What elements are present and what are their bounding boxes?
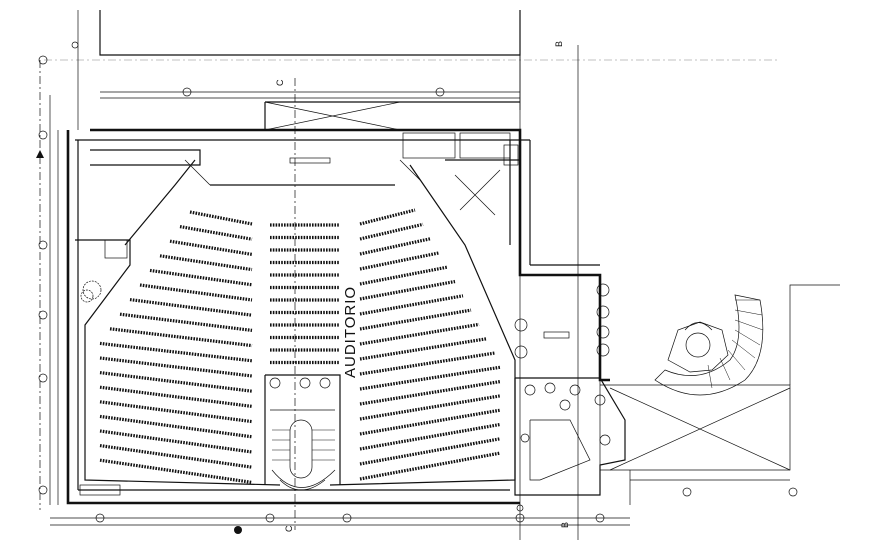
seat-row-left — [149, 268, 253, 287]
section-mark-b-top: B — [554, 41, 564, 47]
seat-row-left — [99, 341, 253, 363]
seat-row-left — [119, 312, 253, 332]
seating-right — [359, 208, 501, 481]
lobby-tables — [514, 283, 610, 359]
seat-row-right — [359, 251, 440, 271]
seat-row-left — [99, 400, 253, 424]
seat-row-left — [99, 414, 253, 439]
section-mark-c-bottom: C — [284, 525, 294, 532]
seat-row-right — [359, 437, 501, 466]
seat-row-left — [99, 458, 253, 484]
seat-row-left — [99, 429, 253, 454]
planter — [79, 239, 128, 496]
seat-row-left — [99, 385, 253, 408]
axis-bubbles — [38, 41, 798, 523]
seat-row-right — [359, 279, 456, 301]
section-mark-b-bottom: B — [560, 522, 570, 528]
seat-row-right — [359, 308, 472, 331]
seat-row-right — [359, 365, 501, 391]
right-annex — [600, 284, 840, 505]
service-rooms — [402, 132, 521, 245]
seat-row-left — [99, 356, 253, 378]
seat-row-left — [99, 444, 253, 469]
seat-row-right — [359, 451, 501, 481]
seat-row-right — [359, 408, 501, 436]
seat-row-right — [359, 265, 448, 286]
section-mark-c-top: C — [275, 79, 285, 86]
section-marks: B C B C — [36, 41, 570, 532]
seat-row-left — [159, 254, 253, 272]
stair-core — [264, 374, 341, 491]
room-label-auditorio: AUDITORIO — [342, 286, 359, 378]
seat-row-right — [359, 237, 432, 256]
seating-center — [270, 223, 340, 365]
seat-row-right — [359, 322, 480, 346]
seat-row-right — [359, 222, 424, 241]
seat-row-right — [359, 394, 501, 421]
grid-axes — [39, 45, 780, 540]
seat-row-left — [109, 327, 253, 348]
outer-walls — [66, 101, 610, 505]
seating-left — [99, 210, 253, 484]
seat-row-left — [129, 298, 253, 317]
seat-row-right — [359, 294, 464, 316]
seat-row-left — [189, 210, 253, 226]
seat-row-left — [99, 371, 253, 393]
cafe-area — [514, 377, 626, 496]
seat-row-right — [359, 337, 488, 361]
seat-row-right — [359, 351, 496, 376]
seat-row-right — [359, 208, 416, 226]
seat-row-right — [359, 380, 501, 406]
top-block — [77, 10, 521, 130]
misc-symbols — [234, 504, 524, 534]
seat-row-left — [169, 239, 253, 256]
seat-row-left — [179, 225, 253, 241]
seat-row-right — [359, 422, 501, 451]
seat-row-left — [139, 283, 253, 302]
